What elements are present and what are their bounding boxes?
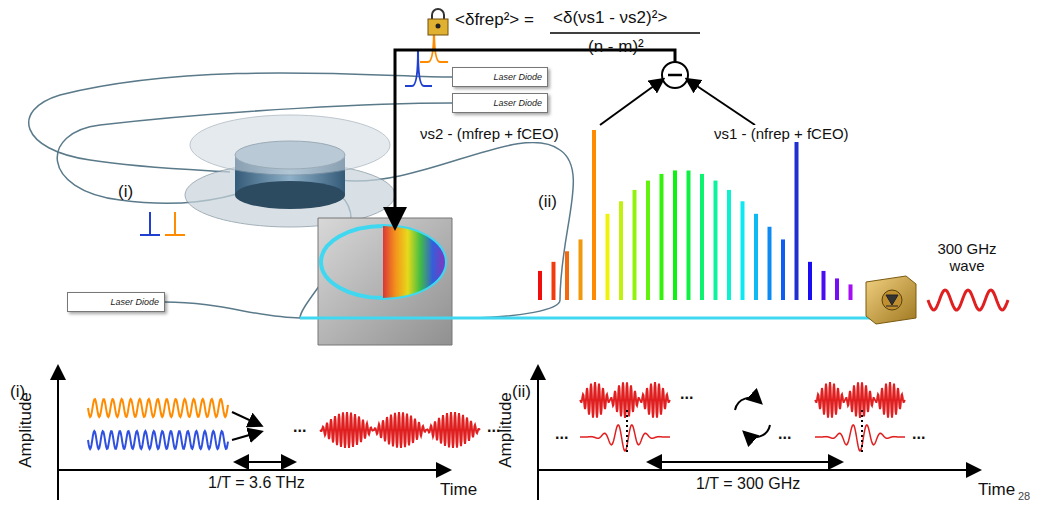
photodiode [866, 276, 916, 324]
period-label: 1/T = 3.6 THz [208, 474, 305, 492]
device-label: Laser Diode [453, 94, 547, 108]
output-label: 300 GHz wave [932, 240, 1002, 274]
frequency-comb [540, 130, 851, 300]
axis-label: Time [440, 480, 477, 500]
disk-resonator [185, 115, 395, 227]
panel-tag: (ii) [512, 382, 531, 402]
spectral-line-icon [140, 26, 448, 235]
fraction-bar [550, 32, 700, 34]
axis [58, 368, 978, 500]
formula: <δ(νs1 - νs2)²> [553, 8, 667, 28]
ellipsis: ... [912, 425, 925, 443]
optical-fiber [29, 73, 574, 318]
axis-label: Time [978, 480, 1015, 500]
panel-tag: (i) [118, 182, 133, 202]
period-label: 1/T = 300 GHz [696, 475, 800, 493]
lock-icon [428, 9, 448, 35]
formula: (n - m)² [588, 37, 644, 57]
arrow [232, 398, 862, 462]
laser-diode-box: Laser Diode [67, 292, 165, 312]
ellipsis: ... [555, 425, 568, 443]
ellipsis: ... [778, 425, 791, 443]
device-label: Laser Diode [68, 293, 164, 307]
laser-diode-box: Laser Diode [452, 93, 548, 113]
ellipsis: ... [487, 418, 500, 436]
microresonator-chip [300, 218, 870, 345]
panel-tag: (ii) [538, 192, 557, 212]
device-label: Laser Diode [453, 68, 547, 82]
beat-note-label: νs2 - (mfrep + fCEO) [418, 125, 561, 142]
ellipsis: ... [680, 385, 693, 403]
laser-icon [82, 74, 473, 305]
laser-diode-box: Laser Diode [452, 67, 548, 87]
beat-note-label: νs1 - (nfrep + fCEO) [712, 125, 851, 142]
thz-wave [928, 290, 1008, 310]
page-number: 28 [1018, 490, 1030, 502]
axis-label: Amplitude [16, 392, 36, 468]
ellipsis: ... [293, 418, 306, 436]
formula: <δfrep²> = [455, 10, 534, 30]
